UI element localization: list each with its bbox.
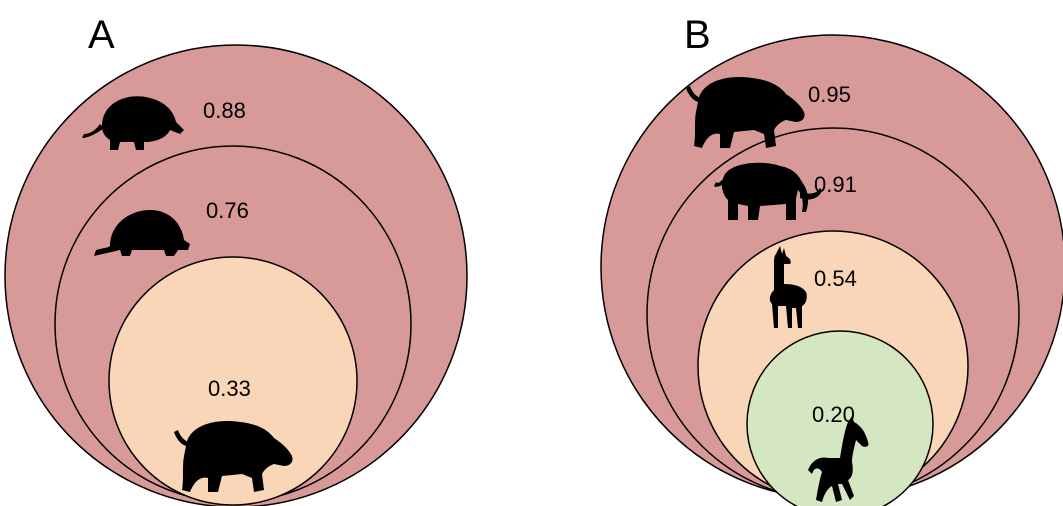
panel-a: 0.88 0.76 0.33 — [5, 45, 467, 506]
panel-a-label: A — [88, 13, 115, 57]
value-a-inner: 0.33 — [208, 376, 251, 401]
value-a-outer: 0.88 — [203, 98, 246, 123]
value-b-middle: 0.91 — [814, 172, 857, 197]
value-b-inner: 0.54 — [814, 266, 857, 291]
panel-b-label: B — [684, 13, 711, 57]
value-b-outer: 0.95 — [808, 82, 851, 107]
panel-b: 0.95 0.91 0.54 0.20 — [601, 35, 1063, 506]
value-a-middle: 0.76 — [206, 198, 249, 223]
